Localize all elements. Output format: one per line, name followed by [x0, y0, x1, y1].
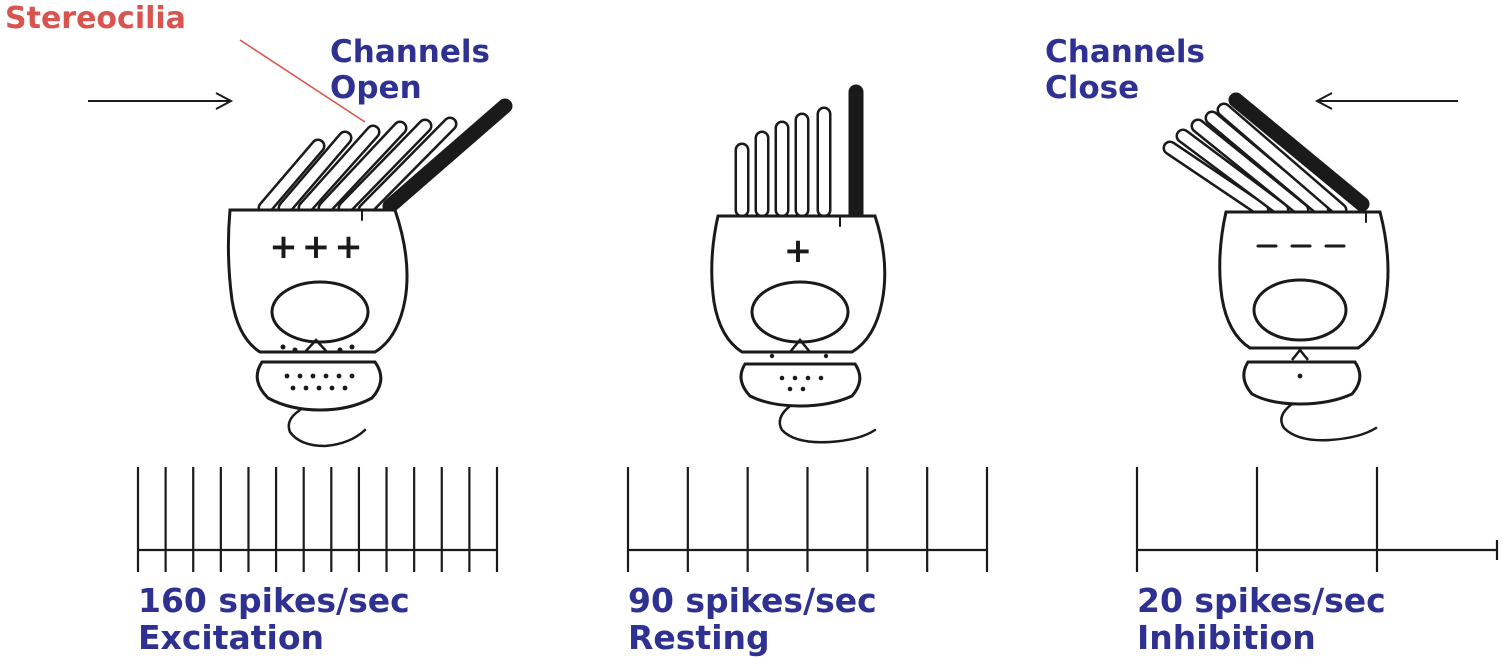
- spike-train-resting: [628, 467, 987, 572]
- nucleus-excitation: [272, 282, 368, 342]
- rate-label-inhibition: 20 spikes/sec: [1137, 581, 1386, 620]
- nerve-terminal-inhibition: [1244, 362, 1360, 404]
- hair-cell-excitation: +++: [228, 106, 505, 446]
- nerve-terminal-resting: [741, 364, 860, 406]
- spike-train-excitation: [138, 467, 497, 572]
- nerve-fiber-resting: [780, 406, 875, 442]
- stereocilia-bundle-excitation: [265, 106, 505, 210]
- channels-close-label-line1: Channels: [1045, 34, 1205, 70]
- stereocilia-bundle-inhibition: [1170, 100, 1362, 210]
- rate-label-resting: 90 spikes/sec: [628, 581, 877, 620]
- channels-open-label-line2: Open: [330, 70, 422, 106]
- stereocilia-bundle-resting: [742, 92, 856, 214]
- stereocilia-label: Stereocilia: [5, 1, 186, 36]
- channels-open-label-line1: Channels: [330, 34, 490, 70]
- state-label-excitation: Excitation: [138, 618, 324, 657]
- hair-cell-resting: +: [712, 92, 885, 442]
- spike-train-inhibition: [1137, 467, 1497, 572]
- charge-symbol-resting: +: [784, 231, 813, 271]
- nucleus-inhibition: [1254, 280, 1346, 340]
- state-label-inhibition: Inhibition: [1137, 618, 1316, 657]
- nerve-fiber-inhibition: [1281, 404, 1376, 440]
- channels-close-label-line2: Close: [1045, 70, 1139, 106]
- arrow-left-icon: [1317, 93, 1458, 109]
- rate-label-excitation: 160 spikes/sec: [138, 581, 410, 620]
- nerve-fiber-excitation: [289, 410, 365, 446]
- hair-cell-inhibition: ---: [1170, 100, 1388, 440]
- charge-symbols-excitation: +++: [269, 227, 366, 267]
- nucleus-resting: [752, 282, 848, 342]
- arrow-right-icon: [88, 93, 231, 109]
- state-label-resting: Resting: [628, 618, 770, 657]
